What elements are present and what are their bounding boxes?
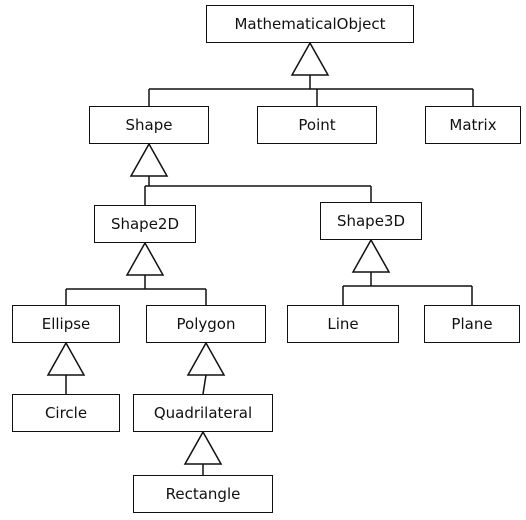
node-label: Shape3D	[336, 212, 406, 230]
node-plane: Plane	[424, 305, 520, 343]
node-line: Line	[287, 305, 399, 343]
node-label: Matrix	[449, 116, 497, 134]
node-label: Shape	[125, 116, 173, 134]
generalization-arrowhead	[351, 238, 391, 273]
node-label: Quadrilateral	[153, 404, 253, 422]
node-shape: Shape	[89, 106, 209, 144]
generalization-arrowhead	[290, 41, 330, 76]
node-label: Point	[298, 116, 336, 134]
node-mathematical-object: MathematicalObject	[206, 5, 414, 43]
node-label: Circle	[44, 404, 88, 422]
node-polygon: Polygon	[146, 305, 266, 343]
inheritance-link	[202, 374, 207, 395]
generalization-arrowhead	[183, 430, 223, 465]
node-circle: Circle	[12, 394, 120, 432]
node-label: Line	[327, 315, 359, 333]
node-shape3d: Shape3D	[320, 202, 422, 240]
generalization-arrowhead	[129, 142, 169, 177]
generalization-arrowhead	[125, 241, 165, 276]
node-point: Point	[257, 106, 377, 144]
node-matrix: Matrix	[425, 106, 521, 144]
node-quadrilateral: Quadrilateral	[133, 394, 273, 432]
node-label: Ellipse	[41, 315, 91, 333]
node-rectangle: Rectangle	[133, 475, 273, 513]
node-label: Shape2D	[110, 215, 180, 233]
node-label: Polygon	[176, 315, 236, 333]
node-label: Plane	[451, 315, 493, 333]
generalization-arrowhead	[46, 341, 86, 376]
node-label: MathematicalObject	[234, 15, 386, 33]
node-label: Rectangle	[165, 485, 241, 503]
node-shape2d: Shape2D	[94, 205, 196, 243]
node-ellipse: Ellipse	[12, 305, 120, 343]
generalization-arrowhead	[186, 341, 226, 376]
